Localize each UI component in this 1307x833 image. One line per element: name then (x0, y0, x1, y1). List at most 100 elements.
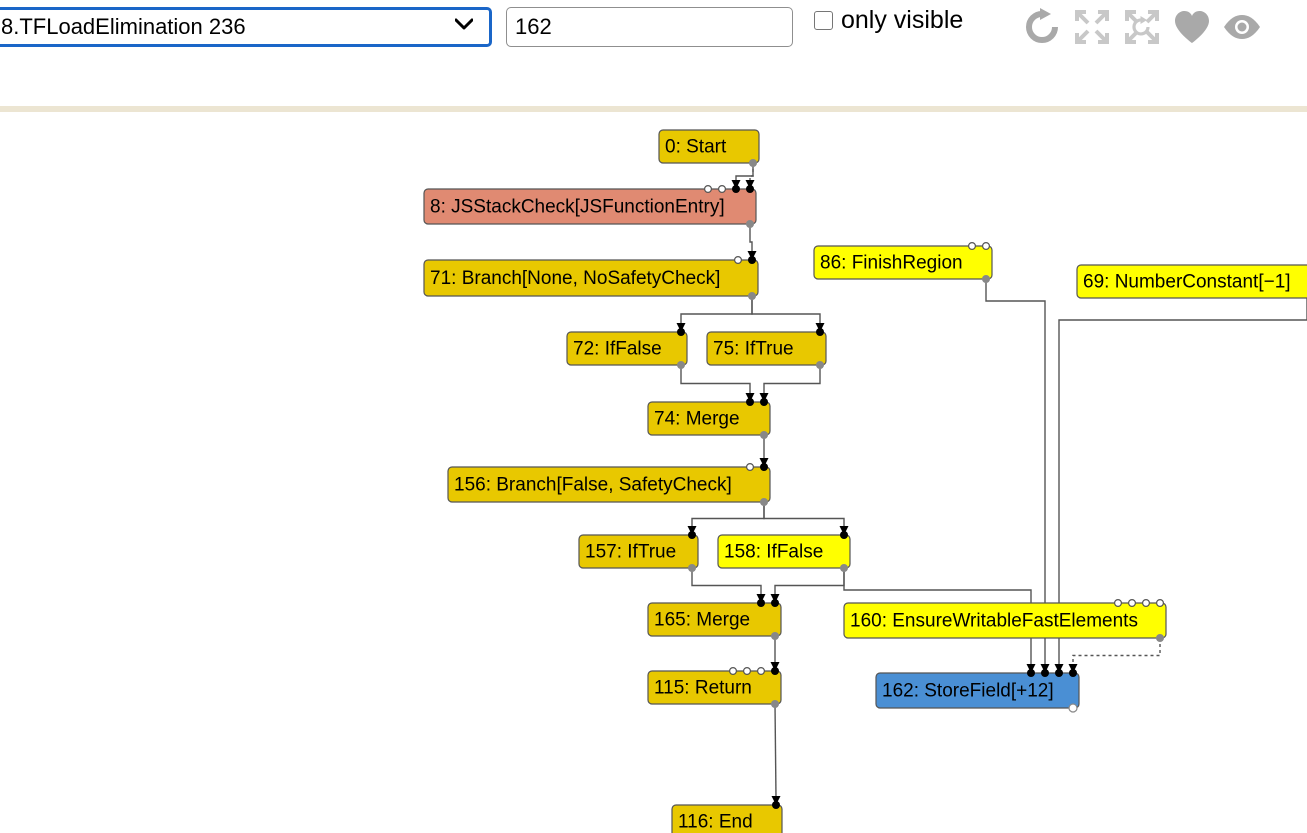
node-input-port[interactable] (688, 531, 696, 539)
graph-edge (774, 703, 777, 799)
node-input-port-unconnected[interactable] (733, 256, 742, 265)
graph-canvas[interactable]: 0: Start 8: JSStackCheck[JSFunctionEntry]… (0, 112, 1307, 833)
node-input-port[interactable] (760, 398, 768, 406)
node-output-port[interactable] (748, 292, 756, 300)
node-input-port[interactable] (1041, 669, 1049, 677)
only-visible-checkbox[interactable] (814, 11, 833, 30)
node-input-port-unconnected[interactable] (1113, 599, 1122, 608)
node-input-port[interactable] (760, 463, 768, 471)
graph-edge (763, 365, 821, 395)
favorite-heart-icon[interactable] (1169, 4, 1215, 50)
graph-node[interactable]: 0: Start (658, 129, 760, 167)
graph-node-box[interactable] (423, 259, 759, 297)
node-input-port[interactable] (1027, 669, 1035, 677)
node-input-port[interactable] (748, 256, 756, 264)
node-input-port[interactable] (771, 667, 779, 675)
node-input-port-unconnected[interactable] (703, 184, 712, 193)
graph-node-box[interactable] (717, 534, 851, 569)
visibility-eye-icon[interactable] (1219, 4, 1265, 50)
expand-all-icon[interactable] (1069, 4, 1115, 50)
node-input-port-unconnected[interactable] (1127, 599, 1136, 608)
node-output-port[interactable] (771, 632, 779, 640)
node-input-port[interactable] (840, 531, 848, 539)
graph-node-box[interactable] (843, 602, 1167, 639)
node-output-port[interactable] (746, 220, 754, 228)
graph-node-box[interactable] (447, 466, 771, 503)
graph-node[interactable]: 69: NumberConstant[−1] (1076, 264, 1307, 299)
graph-node-box[interactable] (647, 670, 782, 705)
node-input-port[interactable] (1069, 669, 1077, 677)
node-output-port[interactable] (677, 361, 685, 369)
graph-node-box[interactable] (706, 331, 827, 366)
graph-node[interactable]: 71: Branch[None, NoSafetyCheck] (423, 256, 759, 300)
node-input-port[interactable] (746, 398, 754, 406)
node-input-port[interactable] (1055, 669, 1063, 677)
graph-node[interactable]: 157: IfTrue (578, 531, 699, 572)
graph-node-box[interactable] (423, 188, 757, 225)
node-input-port[interactable] (771, 599, 779, 607)
node-output-port[interactable] (840, 564, 848, 572)
fit-to-screen-icon[interactable] (1119, 4, 1165, 50)
graph-node-box[interactable] (647, 602, 782, 637)
graph-node-label: 162: StoreField[+12] (882, 681, 1054, 702)
graph-node[interactable]: 75: IfTrue (706, 328, 827, 369)
node-input-port[interactable] (816, 328, 824, 336)
node-input-port-unconnected[interactable] (728, 666, 737, 675)
node-output-port[interactable] (760, 431, 768, 439)
refresh-icon[interactable] (1019, 4, 1065, 50)
graph-node-box[interactable] (671, 804, 783, 833)
node-input-port[interactable] (772, 801, 780, 809)
only-visible-control[interactable]: only visible (814, 8, 963, 33)
graph-node[interactable]: 156: Branch[False, SafetyCheck] (447, 463, 771, 506)
phase-select[interactable]: 8.TFLoadElimination 236 (0, 7, 492, 47)
graph-edge (749, 163, 754, 182)
node-input-port-unconnected[interactable] (756, 666, 765, 675)
graph-node[interactable]: 115: Return (647, 666, 782, 708)
graph-edge (680, 296, 753, 325)
edge-arrowhead (747, 251, 757, 260)
node-output-port[interactable] (1156, 634, 1164, 642)
graph-node[interactable]: 165: Merge (647, 599, 782, 640)
graph-node[interactable]: 8: JSStackCheck[JSFunctionEntry] (423, 184, 757, 228)
graph-edge (763, 502, 845, 528)
graph-node-box[interactable] (875, 672, 1080, 709)
graph-node[interactable]: 86: FinishRegion (813, 242, 993, 283)
node-input-port[interactable] (757, 599, 765, 607)
graph-node[interactable]: 158: IfFalse (717, 531, 851, 572)
graph-node-label: 8: JSStackCheck[JSFunctionEntry] (430, 197, 725, 218)
graph-node-box[interactable] (1076, 264, 1307, 299)
node-input-port-unconnected[interactable] (967, 242, 976, 251)
graph-node[interactable]: 116: End (671, 801, 783, 833)
edge-arrowhead (815, 323, 825, 332)
node-input-port-unconnected[interactable] (981, 242, 990, 251)
graph-node-box[interactable] (578, 534, 699, 569)
node-input-port-unconnected[interactable] (717, 184, 726, 193)
graph-node-box[interactable] (647, 401, 771, 436)
node-output-port[interactable] (771, 700, 779, 708)
only-visible-label: only visible (841, 6, 964, 34)
node-input-port-unconnected[interactable] (742, 666, 751, 675)
node-output-port[interactable] (1068, 703, 1078, 713)
node-output-port[interactable] (760, 498, 768, 506)
node-output-port[interactable] (816, 361, 824, 369)
node-input-port[interactable] (746, 185, 754, 193)
node-input-port[interactable] (677, 328, 685, 336)
node-input-port[interactable] (732, 185, 740, 193)
node-input-port-unconnected[interactable] (745, 463, 754, 472)
graph-node[interactable]: 162: StoreField[+12] (875, 669, 1080, 713)
graph-node[interactable]: 72: IfFalse (566, 328, 688, 369)
graph-node[interactable]: 160: EnsureWritableFastElements (843, 599, 1167, 642)
graph-node-label: 69: NumberConstant[−1] (1083, 272, 1291, 293)
graph-node-box[interactable] (566, 331, 688, 366)
graph-node-label: 156: Branch[False, SafetyCheck] (454, 475, 732, 496)
graph-node-box[interactable] (813, 245, 993, 280)
node-input-port-unconnected[interactable] (1155, 599, 1164, 608)
edge-arrowhead (756, 594, 766, 603)
node-output-port[interactable] (688, 564, 696, 572)
node-input-port-unconnected[interactable] (1141, 599, 1150, 608)
node-output-port[interactable] (749, 159, 757, 167)
node-output-port[interactable] (982, 275, 990, 283)
node-id-input[interactable] (506, 7, 793, 47)
graph-node-box[interactable] (658, 129, 760, 164)
graph-node[interactable]: 74: Merge (647, 398, 771, 439)
